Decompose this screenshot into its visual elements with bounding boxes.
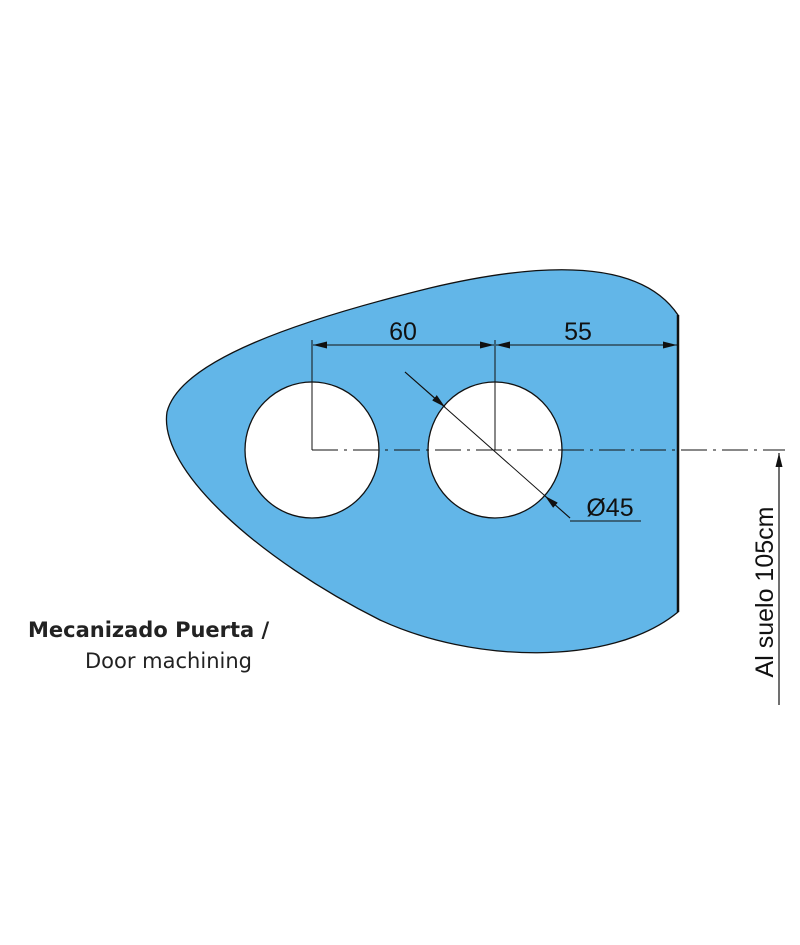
floor-height-label: Al suelo 105cm: [751, 507, 779, 678]
dimension-55-label: 55: [564, 318, 592, 346]
diameter-arrow-top: [404, 371, 446, 408]
diameter-arrow-bottom: [544, 495, 571, 519]
door-plate: [165, 269, 679, 654]
diameter-label: Ø45: [586, 494, 633, 522]
caption-spanish: Mecanizado Puerta /: [28, 618, 270, 642]
dimension-60-label: 60: [389, 318, 417, 346]
caption-english: Door machining: [85, 649, 252, 673]
